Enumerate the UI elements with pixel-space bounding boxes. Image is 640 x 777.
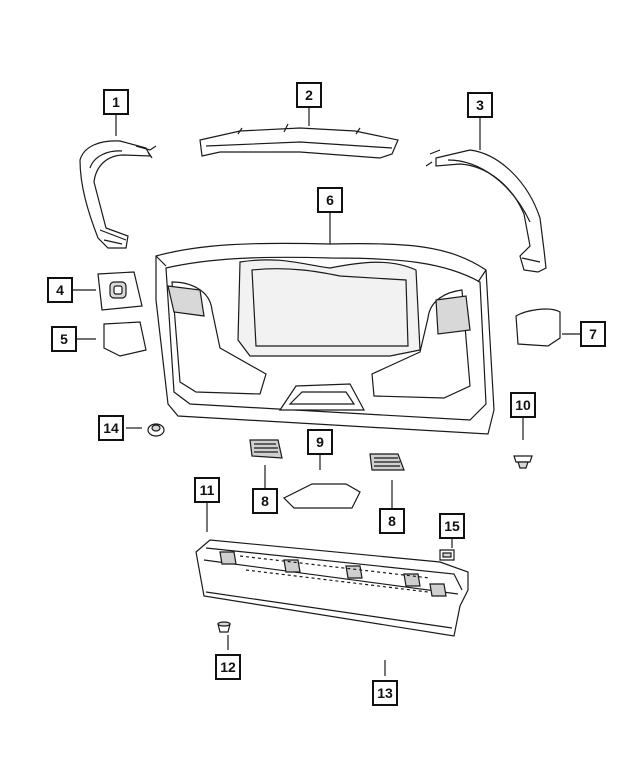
callout-6: 6: [317, 187, 343, 213]
part-10-fastener: [513, 455, 533, 469]
part-9-trim-cover: [282, 483, 361, 509]
callout-4: 4: [47, 277, 73, 303]
part-3-right-pillar-trim: [425, 149, 547, 273]
part-2-header-trim: [199, 123, 399, 159]
part-13-scuff-plate: [195, 539, 469, 637]
callout-9: 9: [307, 429, 333, 455]
part-1-left-pillar-trim: [79, 140, 157, 249]
callout-14: 14: [98, 415, 124, 441]
callout-1: 1: [103, 89, 129, 115]
part-7-right-cover: [515, 308, 561, 347]
part-8-left-handle-bezel: [249, 439, 283, 459]
callout-8-right: 8: [379, 508, 405, 534]
part-6-liftgate-panel: [155, 242, 495, 435]
part-12-fastener: [217, 621, 231, 633]
part-4-left-grille: [97, 271, 143, 311]
callout-13: 13: [372, 680, 398, 706]
part-15-clip: [439, 549, 455, 561]
callout-12: 12: [215, 654, 241, 680]
callout-7: 7: [580, 321, 606, 347]
part-5-left-cover: [103, 321, 147, 357]
part-14-push-pin: [147, 423, 165, 437]
leader-lines: [72, 108, 580, 676]
callout-8-left: 8: [252, 488, 278, 514]
callout-3: 3: [467, 92, 493, 118]
callout-15: 15: [439, 513, 465, 539]
callout-5: 5: [51, 326, 77, 352]
callout-11: 11: [194, 477, 220, 503]
callout-2: 2: [296, 82, 322, 108]
part-8-right-handle-bezel: [369, 453, 405, 471]
callout-10: 10: [510, 392, 536, 418]
